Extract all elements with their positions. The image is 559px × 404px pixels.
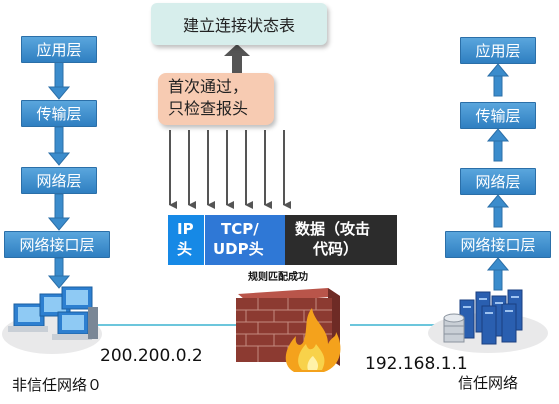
right-ip-address: 192.168.1.1	[365, 354, 468, 374]
connection-table-note: 建立连接状态表	[151, 3, 327, 45]
right-transport-layer: 传输层	[460, 102, 536, 129]
match-success-label: 规则匹配成功	[248, 272, 308, 283]
first-pass-line-2: 只检查报头	[168, 99, 249, 118]
left-interface-layer: 网络接口层	[4, 231, 110, 258]
trusted-network-label: 信任网络	[458, 374, 519, 392]
right-network-layer: 网络层	[460, 168, 536, 195]
untrusted-network-label: 非信任网络０	[12, 376, 103, 394]
right-application-layer: 应用层	[460, 37, 536, 64]
ip-header-line-1: IP	[177, 220, 194, 238]
tcp-header-line-2: UDP头	[213, 240, 264, 258]
tcp-header-line-1: TCP/	[221, 220, 259, 238]
ip-header: IP 头	[168, 215, 204, 265]
tcp-udp-header: TCP/ UDP头	[205, 215, 285, 265]
left-application-layer: 应用层	[21, 36, 97, 63]
right-interface-layer: 网络接口层	[445, 231, 551, 258]
inspection-arrows	[169, 130, 291, 209]
firewall-icon	[236, 288, 341, 372]
untrusted-computers-icon	[2, 286, 102, 354]
ip-header-line-2: 头	[177, 240, 193, 258]
left-transport-layer: 传输层	[21, 100, 97, 127]
data-payload: 数据（攻击 代码）	[285, 215, 397, 265]
up-arrow-icon	[224, 44, 250, 74]
first-pass-line-1: 首次通过，	[168, 77, 249, 96]
database-icon	[443, 313, 465, 343]
data-line-1: 数据（攻击	[295, 220, 371, 238]
data-line-2: 代码）	[313, 240, 359, 258]
right-stack-arrows	[486, 63, 510, 291]
left-network-layer: 网络层	[21, 167, 97, 194]
left-stack-arrows	[47, 60, 71, 289]
trusted-servers-icon	[428, 289, 548, 353]
left-ip-address: 200.200.0.2	[100, 346, 203, 366]
first-pass-note: 首次通过， 只检查报头	[158, 73, 274, 125]
